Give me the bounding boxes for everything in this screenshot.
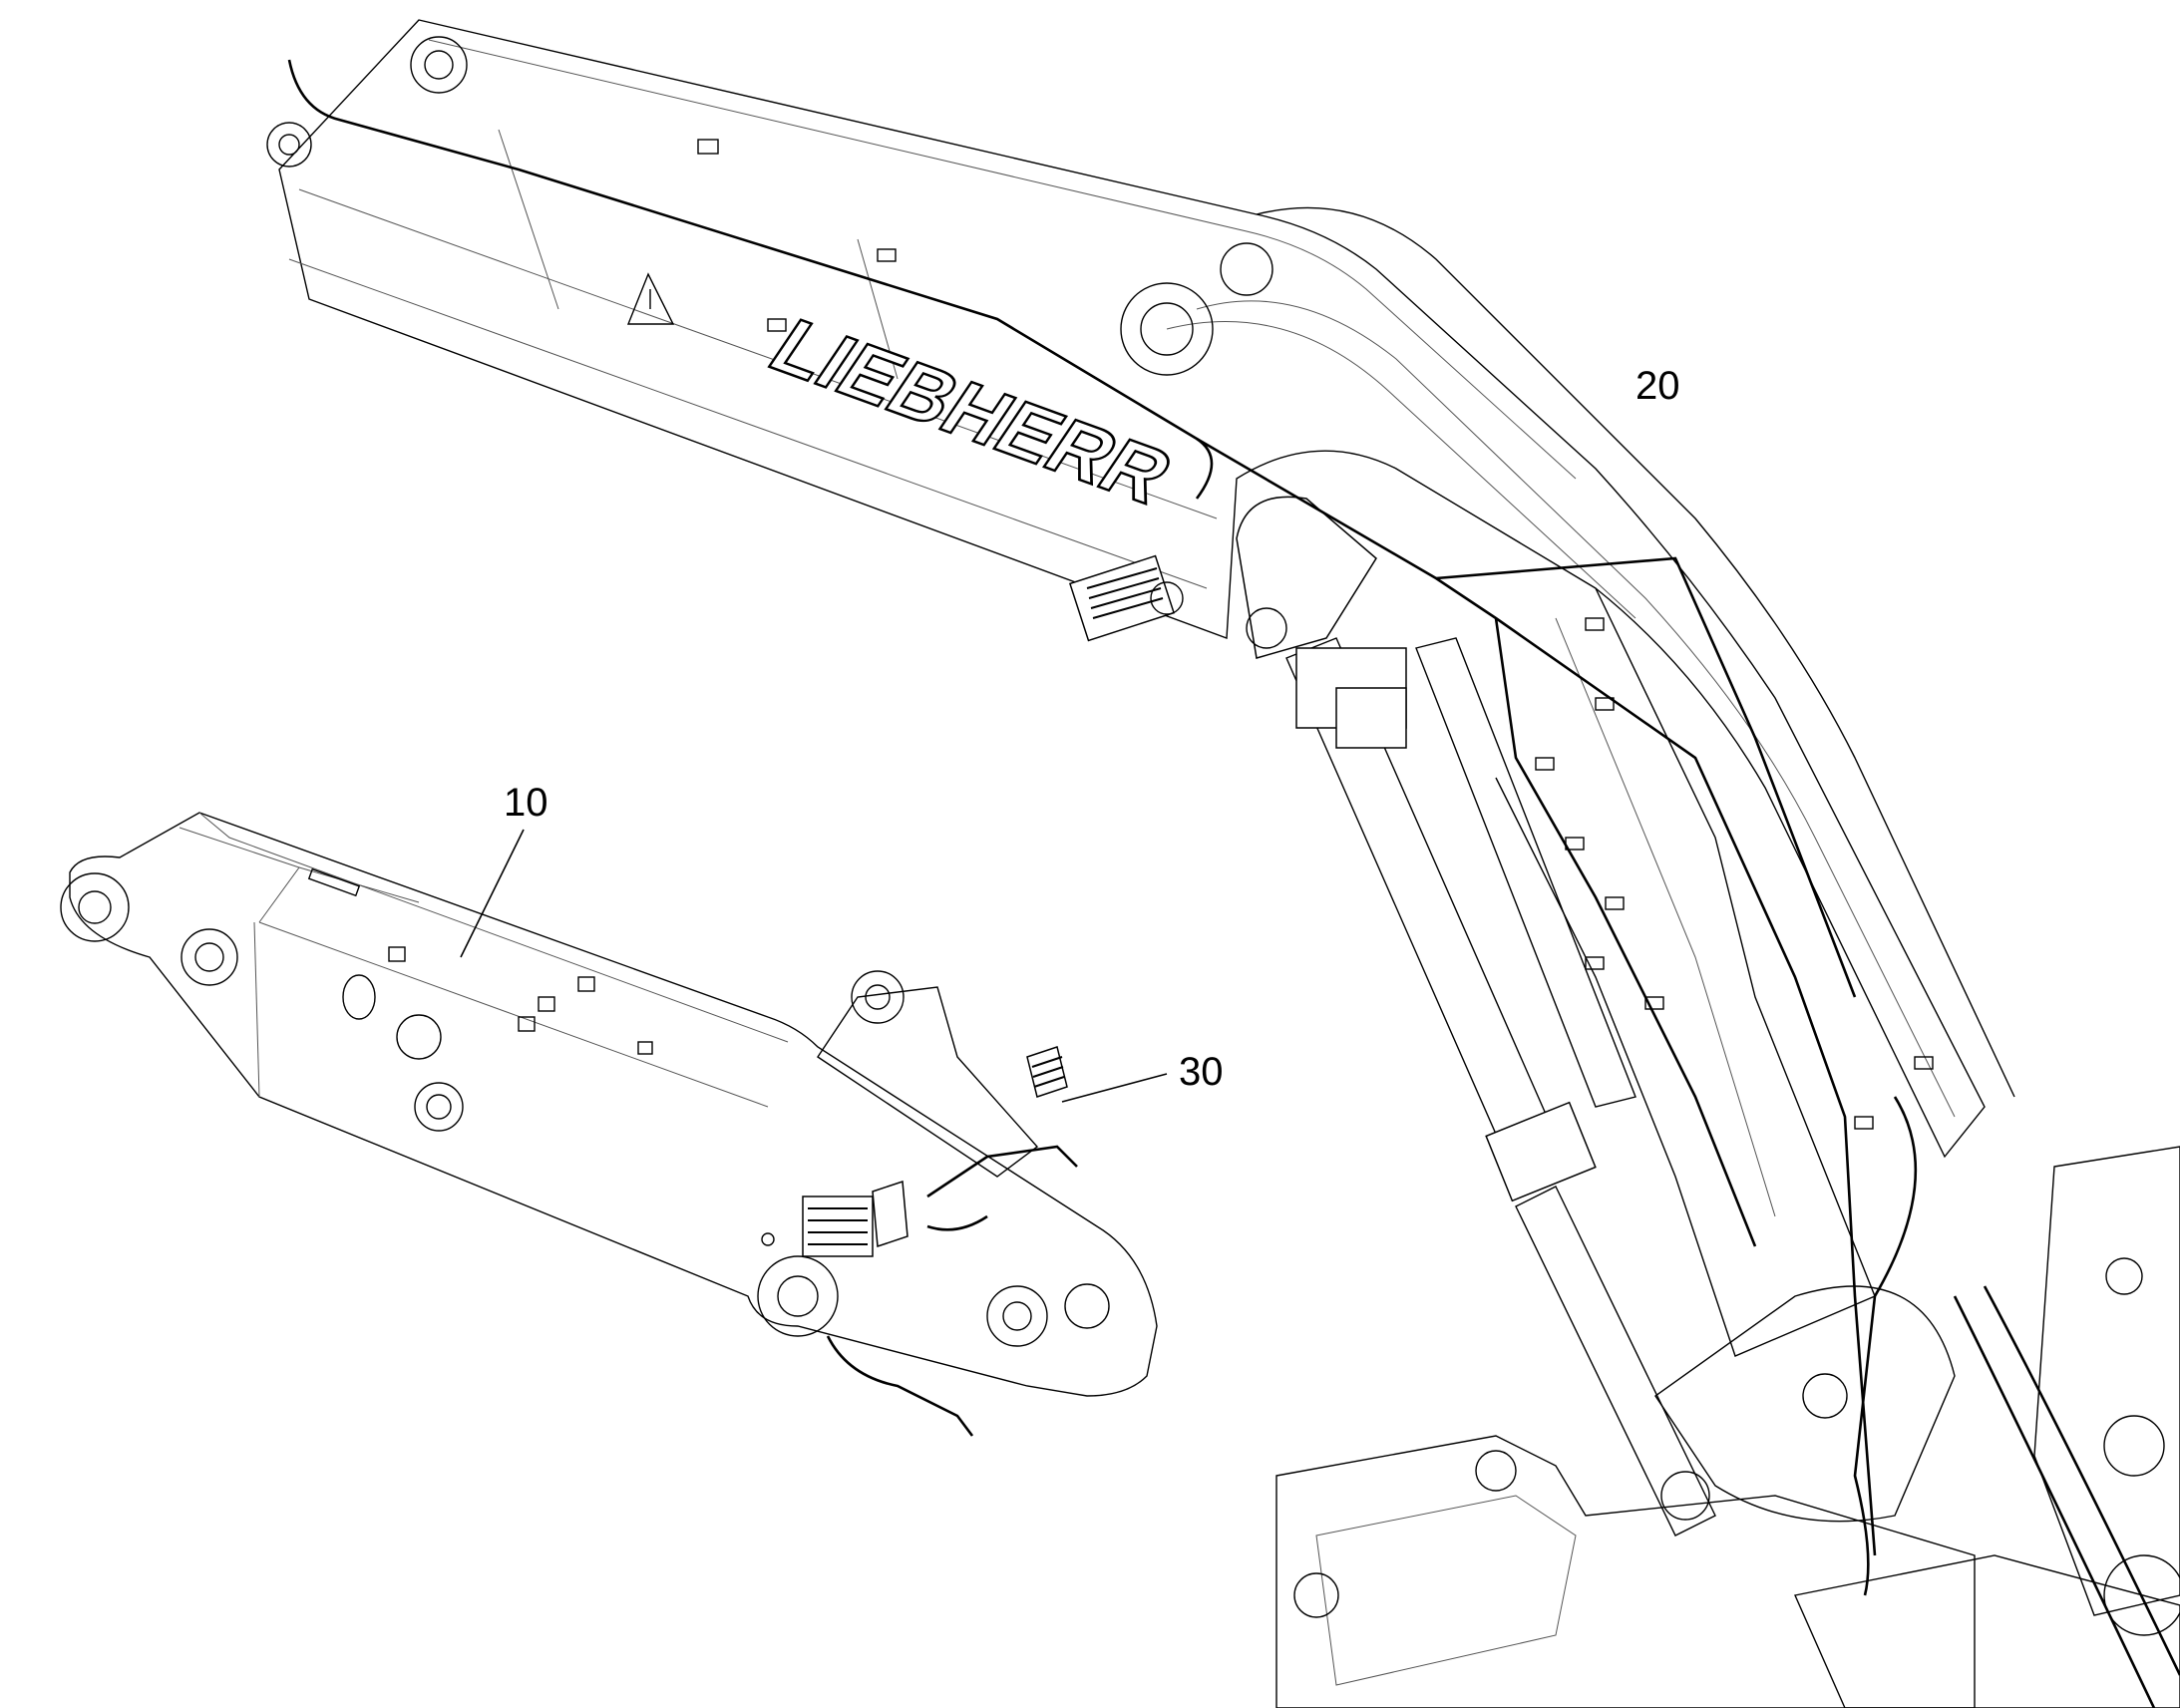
work-light [802,1180,908,1257]
callout-label-10: 10 [504,781,548,825]
warning-triangle-icon [626,272,675,325]
hydraulic-cylinder [1285,637,1716,1537]
callout-label-20: 20 [1635,364,1680,408]
work-light [1068,554,1184,642]
uppercarriage-frame [1275,1146,2180,1708]
callout-10: 10 [460,781,548,958]
callout-20: 20 [1635,364,1680,408]
callout-label-30: 30 [1179,1050,1224,1094]
callout-30: 30 [1061,1050,1224,1103]
wiring-harness [761,1145,1078,1437]
bracket-30 [1026,1046,1068,1098]
wiring-harness [287,59,1918,1596]
boom-assembly-10 [60,812,1158,1437]
pivot-joint [1236,496,1407,749]
